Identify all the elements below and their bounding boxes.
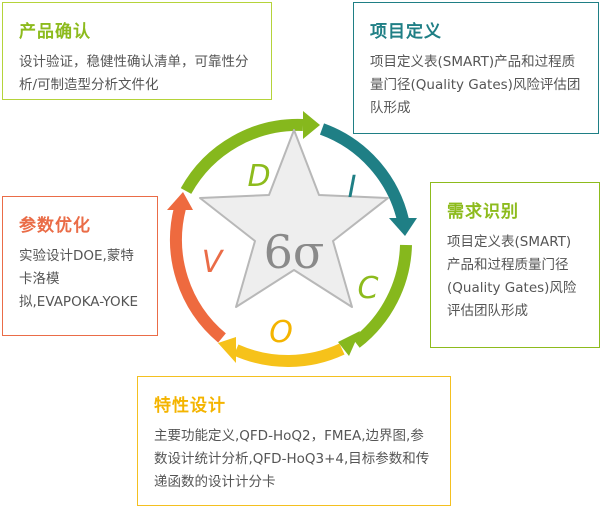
arrowhead-teal — [389, 218, 417, 236]
analyze-body: 项目定义表(SMART)产品和过程质量门径(Quality Gates)风险评估… — [447, 234, 577, 319]
analyze-title: 需求识别 — [447, 202, 519, 222]
optimize-box: 特性设计 主要功能定义,QFD-HoQ2，FMEA,边界图,参数设计统计分析,Q… — [137, 376, 451, 506]
arc-green-right — [352, 244, 412, 348]
phase-letter-c: C — [358, 271, 379, 306]
optimize-title: 特性设计 — [154, 396, 226, 416]
phase-letter-o: O — [269, 315, 293, 350]
phase-letter-d: D — [247, 159, 270, 194]
arrowhead-yellow — [218, 337, 236, 363]
measure-box: 项目定义 项目定义表(SMART)产品和过程质量门径(Quality Gates… — [353, 2, 599, 134]
measure-title: 项目定义 — [370, 22, 442, 42]
phase-letter-i: I — [348, 170, 357, 205]
arc-yellow — [233, 343, 345, 367]
measure-body: 项目定义表(SMART)产品和过程质量门径(Quality Gates)风险评估… — [370, 54, 581, 116]
define-title: 产品确认 — [19, 22, 91, 42]
arrowhead-green-top — [303, 111, 320, 139]
phase-letter-v: V — [202, 245, 225, 280]
define-box: 产品确认 设计验证，稳健性确认清单，可靠性分析/可制造型分析文件化 — [2, 2, 272, 100]
center-star — [199, 129, 389, 308]
analyze-box: 需求识别 项目定义表(SMART)产品和过程质量门径(Quality Gates… — [430, 182, 600, 348]
verify-title: 参数优化 — [19, 216, 91, 236]
verify-body: 实验设计DOE,蒙特卡洛模拟,EVAPOKA-YOKE — [19, 248, 139, 310]
optimize-body: 主要功能定义,QFD-HoQ2，FMEA,边界图,参数设计统计分析,QFD-Ho… — [154, 428, 430, 490]
arc-teal — [319, 123, 409, 222]
arc-green-top — [180, 118, 304, 194]
center-sigma-label: 6σ — [264, 225, 325, 279]
arrowhead-green-right — [338, 331, 360, 356]
arc-orange — [170, 206, 226, 343]
define-body: 设计验证，稳健性确认清单，可靠性分析/可制造型分析文件化 — [19, 54, 249, 93]
verify-box: 参数优化 实验设计DOE,蒙特卡洛模拟,EVAPOKA-YOKE — [2, 196, 158, 336]
arrowhead-orange — [167, 192, 193, 210]
